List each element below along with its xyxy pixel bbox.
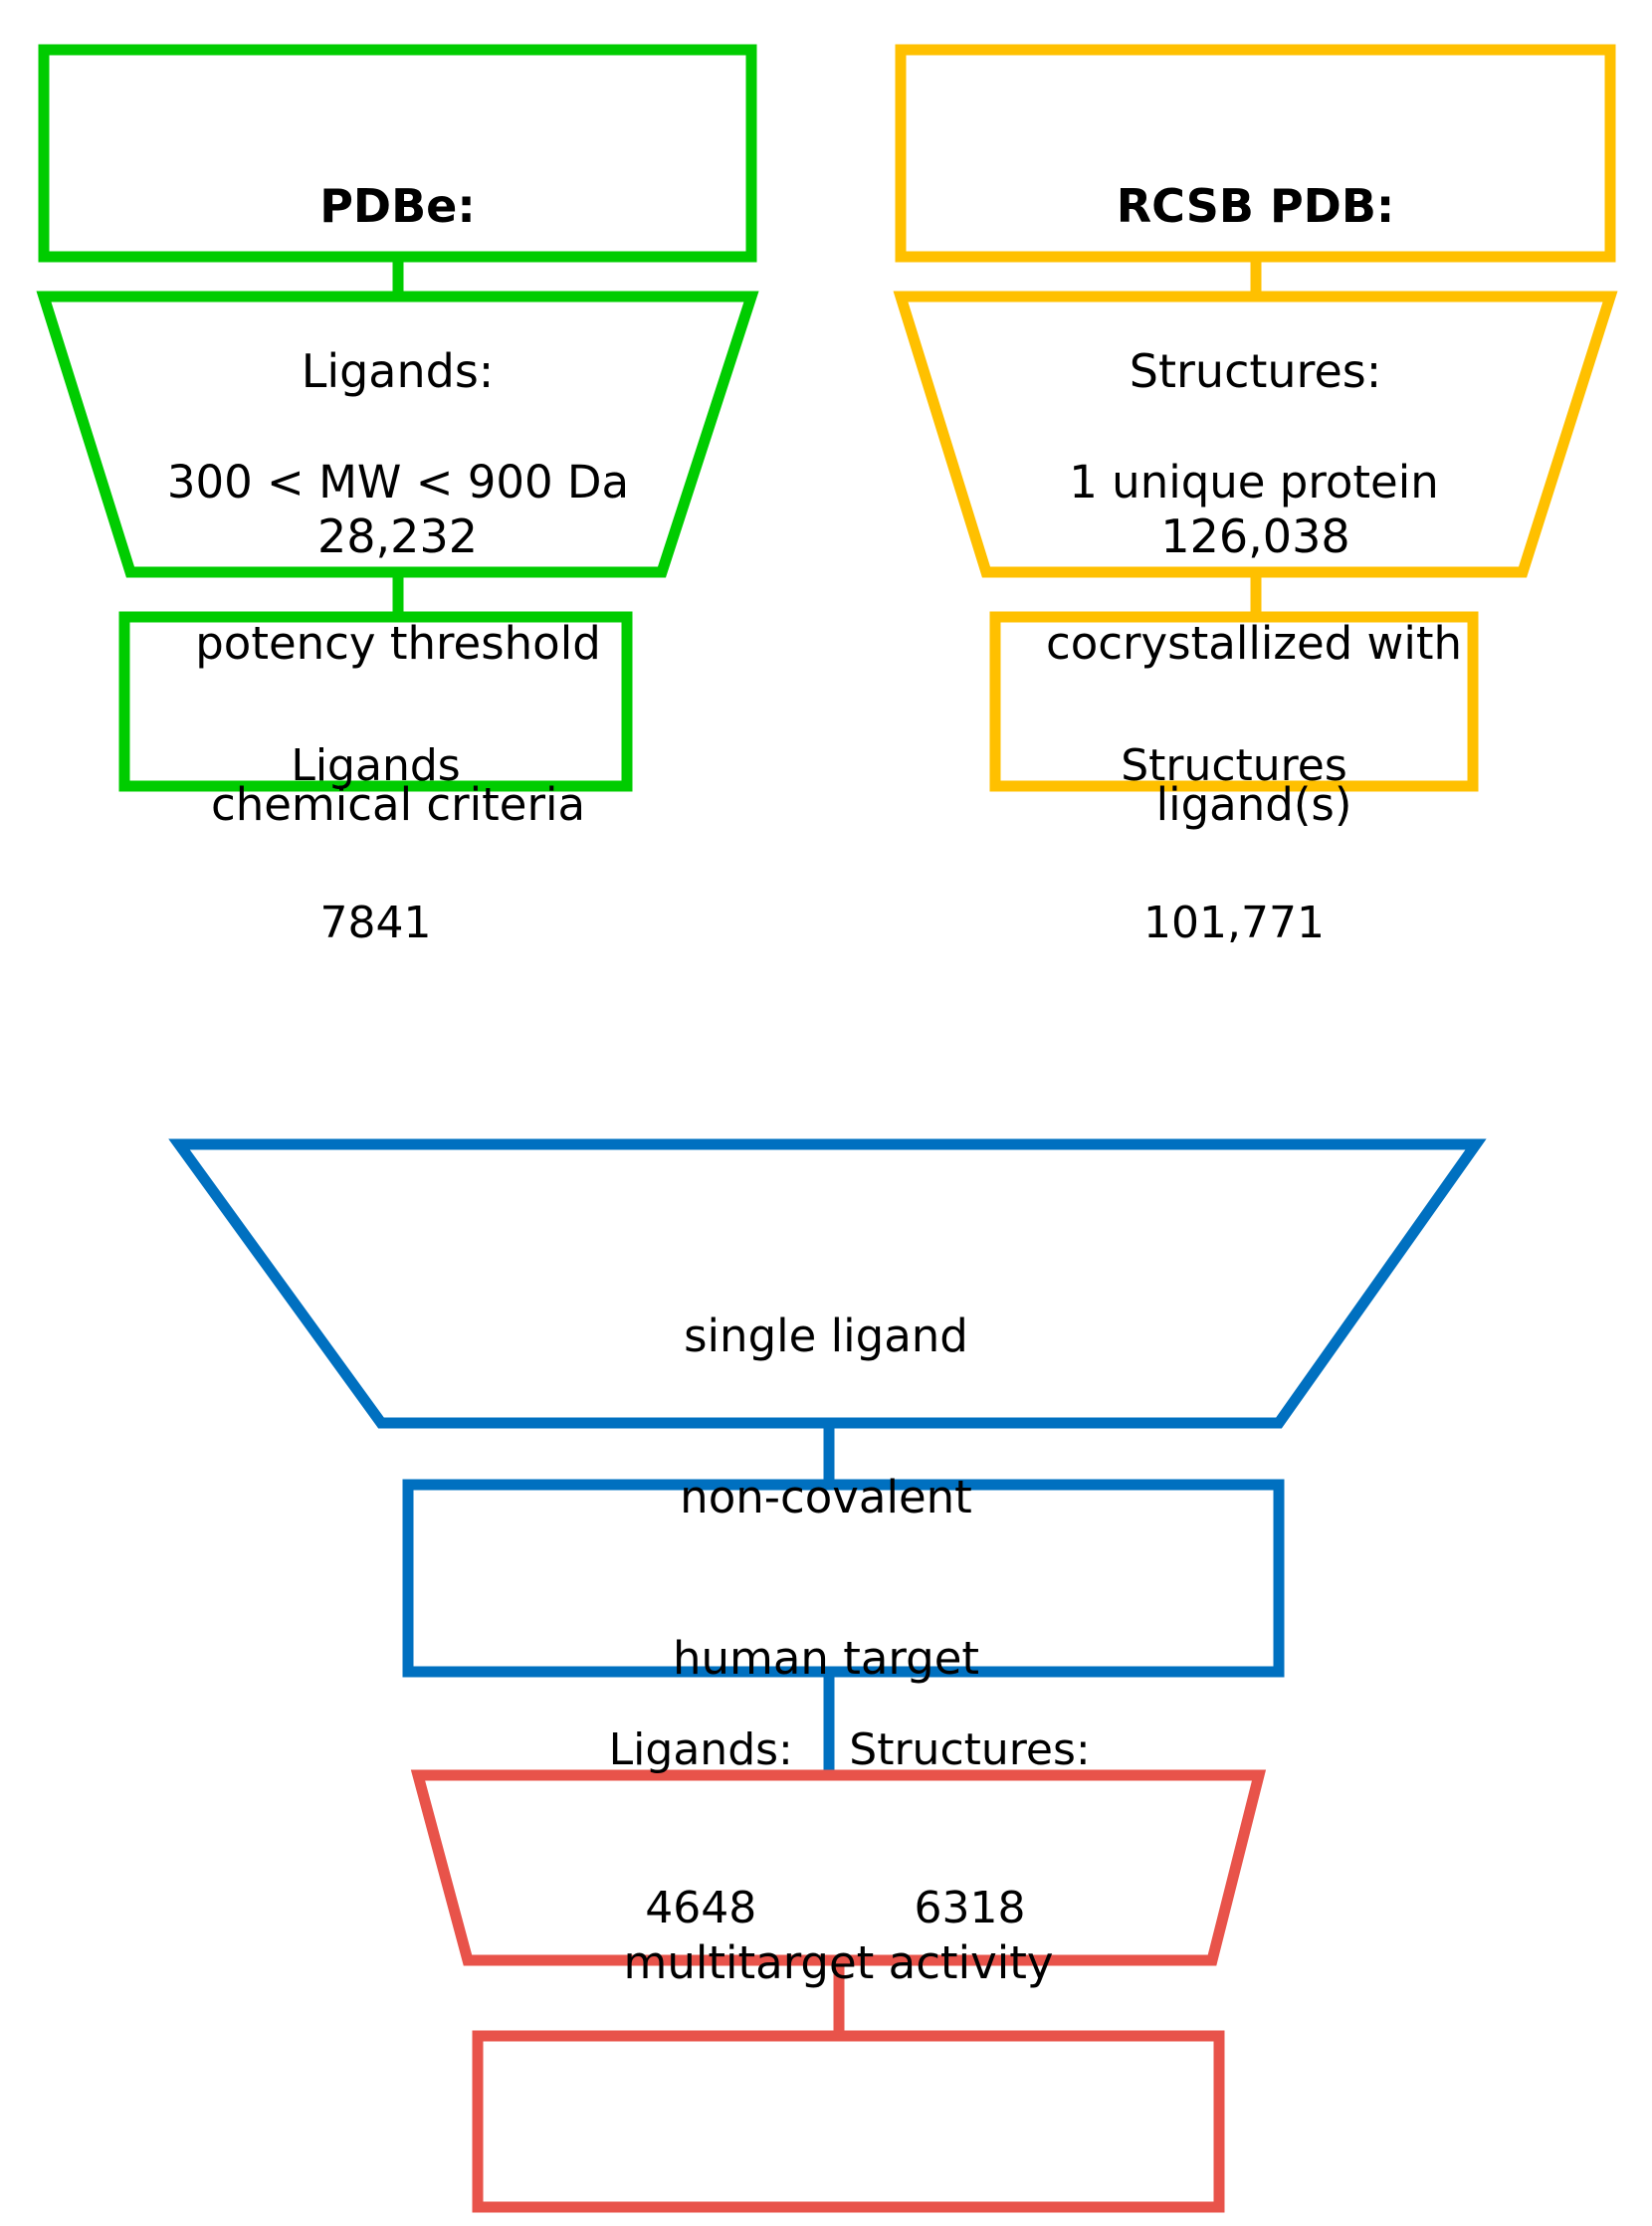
red-filter-text: multitarget activity xyxy=(418,1829,1259,2098)
blue-output-ligands-value: 4648 xyxy=(645,1882,757,1933)
blue-filter-text: single ligand non-covalent human target xyxy=(428,1202,1224,1793)
red-output-ligands: Ligands: 357 xyxy=(601,2167,800,2226)
rcsb-source-text: RCSB PDB: Structures: 126,038 xyxy=(901,70,1610,674)
blue-output-ligands: Ligands: 4648 xyxy=(596,1620,805,2040)
pdbe-value: 28,232 xyxy=(317,508,478,563)
rcsb-label: Structures: xyxy=(1129,343,1382,398)
green-output-value: 7841 xyxy=(319,897,432,948)
red-filter-funnel xyxy=(410,1769,1267,1966)
red-filter-line-1: multitarget activity xyxy=(623,1936,1054,1989)
red-output-box xyxy=(472,2030,1225,2213)
pdbe-heading: PDBe: xyxy=(319,179,476,234)
green-output-box xyxy=(118,611,633,792)
blue-output-ligands-label: Ligands: xyxy=(608,1724,793,1776)
blue-filter-line-3: human target xyxy=(672,1632,980,1685)
red-output-structures: Structures : 1636 xyxy=(840,2167,1095,2226)
yellow-output-label: Structures xyxy=(1121,739,1347,791)
yellow-filter-text: 1 unique protein cocrystallized with lig… xyxy=(940,348,1567,939)
green-filter-funnel xyxy=(36,291,759,578)
green-output-text: Ligands 7841 xyxy=(124,635,627,1055)
green-output-label: Ligands xyxy=(291,739,461,791)
yellow-filter-line-1: 1 unique protein xyxy=(1069,456,1439,508)
yellow-filter-line-2: cocrystallized with xyxy=(1046,617,1462,670)
red-output-text: Ligands: 357 Structures : 1636 xyxy=(478,2062,1219,2226)
yellow-output-text: Structures 101,771 xyxy=(995,635,1473,1055)
rcsb-heading: RCSB PDB: xyxy=(1116,179,1395,234)
blue-filter-funnel xyxy=(168,1138,1487,1429)
rcsb-value: 126,038 xyxy=(1160,508,1350,563)
blue-output-structures-value: 6318 xyxy=(914,1882,1026,1933)
yellow-output-value: 101,771 xyxy=(1143,897,1325,948)
yellow-filter-funnel xyxy=(893,291,1618,578)
blue-output-structures-label: Structures: xyxy=(849,1724,1091,1776)
blue-output-box xyxy=(402,1479,1285,1678)
yellow-output-box xyxy=(989,611,1479,792)
pdbe-label: Ligands: xyxy=(301,343,495,398)
blue-output-structures: Structures: 6318 xyxy=(849,1620,1090,2040)
blue-output-text: Ligands: 4648 Structures: 6318 xyxy=(408,1515,1279,2145)
green-filter-text: 300 < MW < 900 Da potency threshold chem… xyxy=(80,348,717,939)
green-filter-line-1: 300 < MW < 900 Da xyxy=(166,456,630,508)
green-filter-line-2: potency threshold xyxy=(195,617,601,670)
blue-filter-line-1: single ligand xyxy=(684,1310,968,1362)
pdbe-source-text: PDBe: Ligands: 28,232 xyxy=(44,70,751,674)
green-filter-line-3: chemical criteria xyxy=(210,778,586,831)
yellow-filter-line-3: ligand(s) xyxy=(1155,778,1352,831)
blue-filter-line-2: non-covalent xyxy=(680,1471,972,1523)
